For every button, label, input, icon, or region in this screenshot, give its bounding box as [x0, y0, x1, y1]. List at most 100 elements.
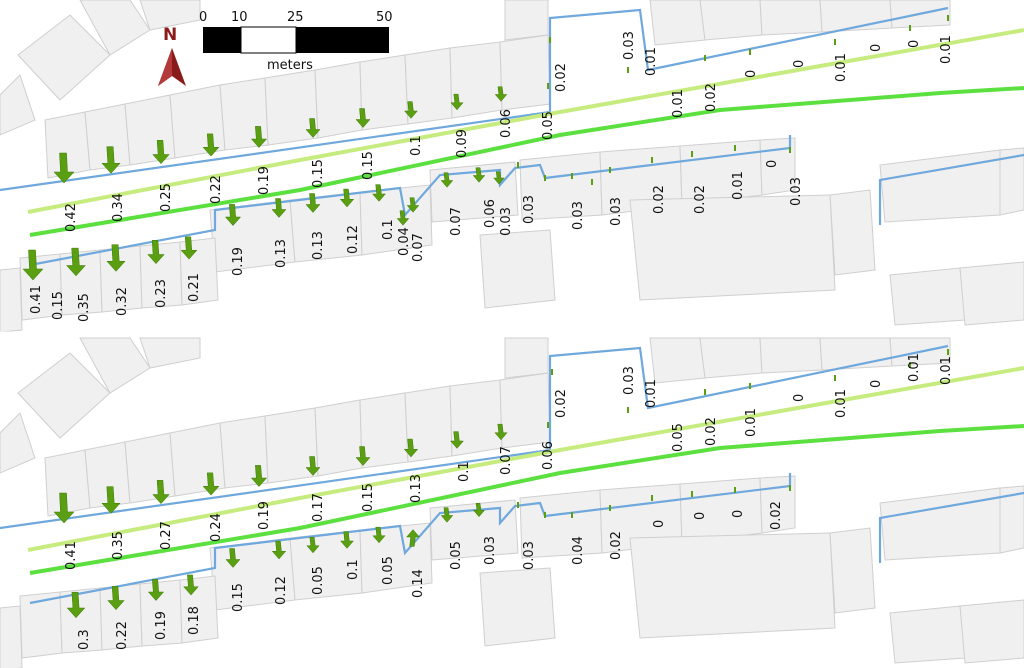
- flow-arrow: [66, 247, 86, 277]
- building: [829, 189, 876, 276]
- wall-line: [878, 153, 1024, 225]
- value-label: 0.19: [231, 247, 246, 276]
- value-label: 0.15: [361, 483, 376, 512]
- value-label: 0.13: [274, 239, 289, 268]
- value-label: 0: [693, 512, 708, 520]
- flow-arrow: [101, 486, 121, 514]
- roads: [27, 366, 1024, 575]
- flow-arrow: [305, 193, 321, 213]
- flow-arrow: [101, 146, 121, 174]
- building: [479, 567, 556, 647]
- flow-arrow: [372, 184, 386, 202]
- value-label: 0: [907, 40, 922, 48]
- value-label: 0.03: [622, 366, 637, 395]
- value-label: 0.24: [209, 513, 224, 542]
- road-green-line: [29, 86, 1024, 237]
- building: [429, 161, 519, 223]
- building: [169, 422, 226, 497]
- flow-arrow: [440, 172, 454, 188]
- flow-arrow: [406, 529, 420, 547]
- flow-arrow: [180, 236, 198, 260]
- value-label: 0.15: [231, 583, 246, 612]
- building: [0, 74, 36, 136]
- value-label: 0: [765, 160, 780, 168]
- value-label: 0.12: [274, 576, 289, 605]
- value-label: 0.1: [346, 559, 361, 580]
- building: [759, 337, 823, 374]
- building: [504, 337, 549, 379]
- scale-tick-0: 0: [199, 10, 207, 25]
- value-label: 0.34: [111, 193, 126, 222]
- flow-arrow: [152, 480, 170, 505]
- flow-arrow: [250, 126, 268, 148]
- flow-arrow: [147, 579, 165, 601]
- roads: [27, 28, 1024, 237]
- value-label: 0.01: [731, 171, 746, 200]
- value-label: 0.41: [64, 541, 79, 570]
- value-label: 0.13: [409, 474, 424, 503]
- flow-arrow: [404, 101, 418, 119]
- value-label: 0.02: [554, 63, 569, 92]
- wall-line: [878, 491, 1024, 563]
- building: [959, 261, 1024, 326]
- value-label: 0.02: [704, 417, 719, 446]
- value-label: 0: [744, 70, 759, 78]
- value-label: 0.04: [571, 536, 586, 565]
- flow-arrow: [183, 574, 199, 596]
- flow-arrow: [355, 446, 371, 466]
- flow-arrow: [152, 140, 170, 165]
- buildings: [0, 0, 1024, 333]
- value-label: 0.01: [907, 353, 922, 382]
- value-label: 0.01: [744, 408, 759, 437]
- building: [699, 0, 763, 41]
- building: [889, 267, 966, 326]
- value-label: 0.17: [311, 493, 326, 522]
- value-label: 0: [869, 380, 884, 388]
- building: [649, 337, 706, 384]
- building: [829, 527, 876, 614]
- value-label: 0.02: [609, 531, 624, 560]
- building: [139, 0, 201, 31]
- building: [429, 499, 519, 561]
- building: [359, 392, 409, 469]
- flow-markers: [53, 349, 949, 619]
- value-label: 0.06: [541, 441, 556, 470]
- value-label: 0.02: [769, 501, 784, 530]
- value-label: 0.21: [187, 273, 202, 302]
- flow-arrow: [403, 438, 419, 458]
- value-label: 0.42: [64, 203, 79, 232]
- flow-arrow: [271, 198, 287, 218]
- value-label: 0.03: [622, 31, 637, 60]
- value-label: 0.07: [499, 446, 514, 475]
- scale-segment-1: [203, 27, 241, 53]
- flow-arrow: [440, 507, 454, 523]
- building: [44, 449, 91, 517]
- flow-markers: [22, 15, 949, 281]
- value-label: 0.19: [154, 611, 169, 640]
- building: [0, 605, 23, 668]
- value-label: 0.03: [571, 201, 586, 230]
- building: [889, 605, 966, 664]
- value-label: 0.01: [644, 379, 659, 408]
- flow-arrow: [355, 108, 371, 128]
- flow-arrow: [340, 531, 354, 549]
- value-label: 0.23: [154, 279, 169, 308]
- flow-arrow: [339, 188, 355, 208]
- flow-arrow: [53, 152, 75, 184]
- scale-segment-3: [296, 27, 389, 53]
- value-label: 0.25: [159, 183, 174, 212]
- value-label: 0.03: [483, 536, 498, 565]
- building: [999, 485, 1024, 554]
- flow-arrow: [493, 171, 505, 185]
- scale-tick-10: 10: [231, 10, 248, 25]
- building: [314, 61, 363, 139]
- value-label: 0.14: [411, 569, 426, 598]
- flow-arrow: [406, 197, 420, 213]
- value-label: 0.1: [409, 135, 424, 156]
- value-label: 0: [652, 520, 667, 528]
- value-label: 0.01: [834, 389, 849, 418]
- value-label: 0.22: [209, 175, 224, 204]
- value-label: 0.15: [361, 151, 376, 180]
